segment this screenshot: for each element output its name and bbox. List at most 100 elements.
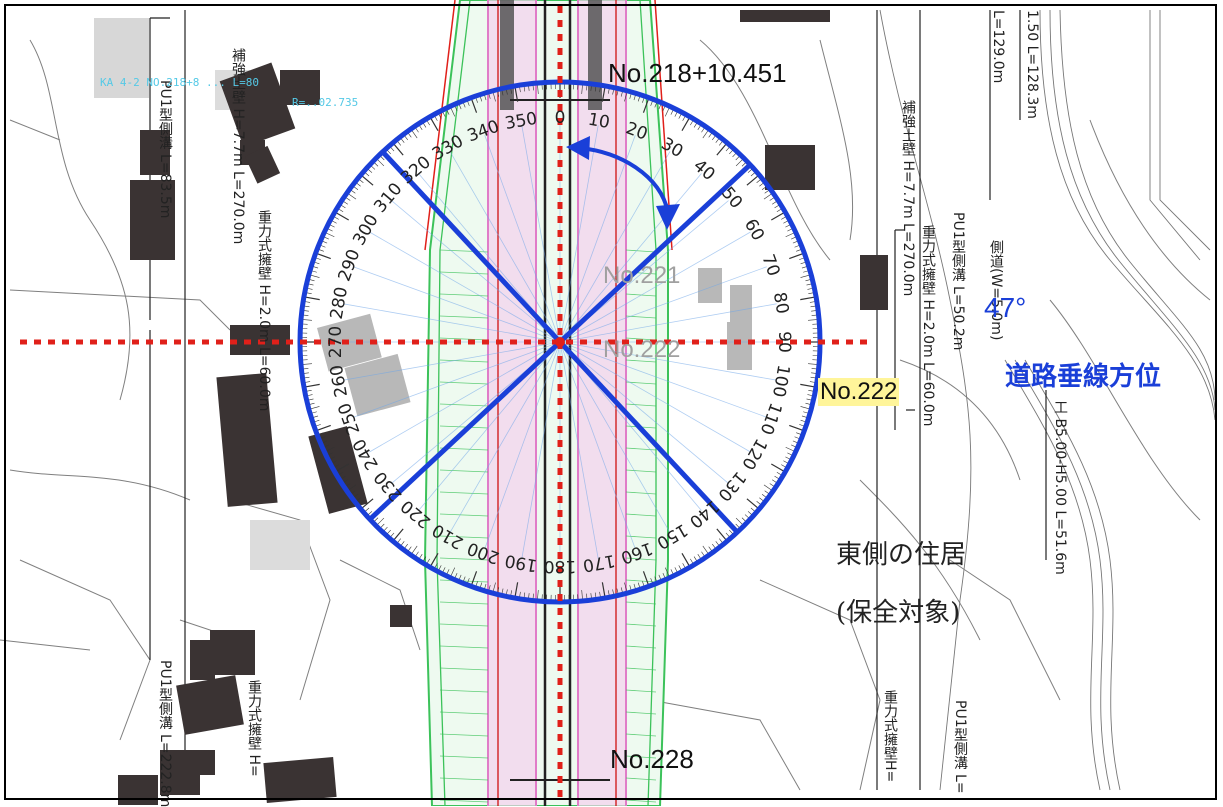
protractor-tick <box>305 302 310 303</box>
annotation-side-ditch-bottom-right: PU1型側溝 L= <box>950 700 970 794</box>
protractor-tick <box>394 529 403 540</box>
protractor-tick <box>316 424 321 426</box>
annotation-side-ditch-right: PU1型側溝 L=50.2m <box>948 212 968 350</box>
protractor-tick <box>328 229 332 231</box>
protractor-tick <box>365 508 369 511</box>
protractor-tick <box>323 241 328 243</box>
protractor-tick <box>757 180 761 183</box>
degree-label: 0 <box>555 108 566 128</box>
protractor-tick <box>416 552 419 556</box>
protractor-tick <box>703 546 708 553</box>
protractor-tick <box>709 133 712 137</box>
station-label-222: No.222 <box>818 378 899 406</box>
protractor-tick <box>381 156 384 160</box>
protractor-tick <box>398 141 401 145</box>
protractor-tick <box>812 315 817 316</box>
protractor-tick <box>786 233 794 237</box>
degree-label: 130 <box>714 467 750 505</box>
protractor-tick <box>306 384 320 386</box>
protractor-tick <box>786 447 794 451</box>
protractor-tick <box>319 250 324 252</box>
protractor-tick <box>374 163 378 166</box>
protractor-tick <box>783 461 787 463</box>
protractor-tick <box>785 457 789 459</box>
protractor-tick <box>811 377 816 378</box>
azimuth-label: 道路垂線方位 <box>1005 356 1161 393</box>
degree-label: 310 <box>370 179 406 217</box>
protractor-tick <box>793 241 798 243</box>
protractor-tick <box>781 217 785 219</box>
protractor-tick <box>805 280 810 281</box>
protractor-tick <box>303 368 308 369</box>
annotation-length-128: 1.50 L=128.3m <box>1024 10 1040 119</box>
protractor-tick <box>311 275 320 277</box>
protractor-tick <box>807 399 812 400</box>
protractor-tick <box>805 403 810 404</box>
degree-label: 80 <box>769 291 792 316</box>
protractor-tick <box>365 173 369 176</box>
protractor-tick <box>368 169 372 172</box>
protractor-tick <box>703 131 708 138</box>
protractor-tick <box>675 112 677 116</box>
protractor-tick <box>716 139 719 143</box>
degree-label: 100 <box>768 363 793 398</box>
protractor-tick <box>789 254 802 259</box>
protractor-tick <box>808 293 813 294</box>
protractor-tick <box>803 412 808 413</box>
protractor-tick <box>799 258 804 260</box>
protractor-tick <box>726 533 729 537</box>
protractor-tick <box>312 412 317 413</box>
protractor-tick <box>387 150 390 154</box>
protractor-tick <box>789 425 802 430</box>
protractor-tick <box>378 160 384 166</box>
protractor-tick <box>783 221 787 223</box>
protractor-tick <box>787 453 791 455</box>
protractor-tick <box>751 173 755 176</box>
annotation-retaining-wall-right: 補強土壁 H=7.7m L=270.0m <box>898 100 918 296</box>
station-label-222-faded: No.222 <box>603 336 680 364</box>
protractor-tick <box>694 123 697 127</box>
protractor-tick <box>772 201 776 204</box>
protractor-tick <box>811 373 816 374</box>
protractor-tick <box>745 515 749 518</box>
protractor-tick <box>800 384 814 386</box>
protractor-tick <box>304 373 309 374</box>
protractor-tick <box>659 105 661 110</box>
protractor-tick <box>787 229 791 231</box>
protractor-tick <box>341 205 345 208</box>
protractor-tick <box>330 225 334 227</box>
protractor-tick <box>811 311 816 312</box>
protractor-tick <box>719 539 722 543</box>
protractor-tick <box>762 494 766 497</box>
degree-label: 230 <box>370 467 406 505</box>
protractor-tick <box>694 557 697 561</box>
annotation-gravity-wall-bottom-right: 重力式擁壁H= <box>880 690 900 782</box>
protractor-tick <box>303 364 312 365</box>
protractor-tick <box>391 147 394 151</box>
protractor-tick <box>405 544 408 548</box>
protractor-tick <box>808 320 817 321</box>
protractor-tick <box>795 437 800 439</box>
protractor-tick <box>408 547 411 551</box>
protractor-tick <box>318 254 331 259</box>
protractor-tick <box>423 123 426 127</box>
protractor-tick <box>308 288 313 289</box>
protractor-tick <box>359 180 363 183</box>
curve-element-line2: R=..02.735 <box>292 96 358 109</box>
protractor-tick <box>770 198 774 201</box>
protractor-tick <box>374 518 378 521</box>
protractor-tick <box>757 501 761 504</box>
degree-label: 10 <box>587 110 612 133</box>
protractor-tick <box>316 258 321 260</box>
protractor-tick <box>812 368 817 369</box>
degree-label: 180 <box>544 556 576 576</box>
protractor-tick <box>801 262 806 264</box>
protractor-tick <box>339 209 343 212</box>
protractor-tick <box>671 569 673 573</box>
protractor-tick <box>808 364 817 365</box>
degree-label: 140 <box>685 496 723 532</box>
degree-label: 320 <box>397 152 435 188</box>
protractor-tick <box>793 441 798 443</box>
protractor-tick <box>800 297 814 299</box>
